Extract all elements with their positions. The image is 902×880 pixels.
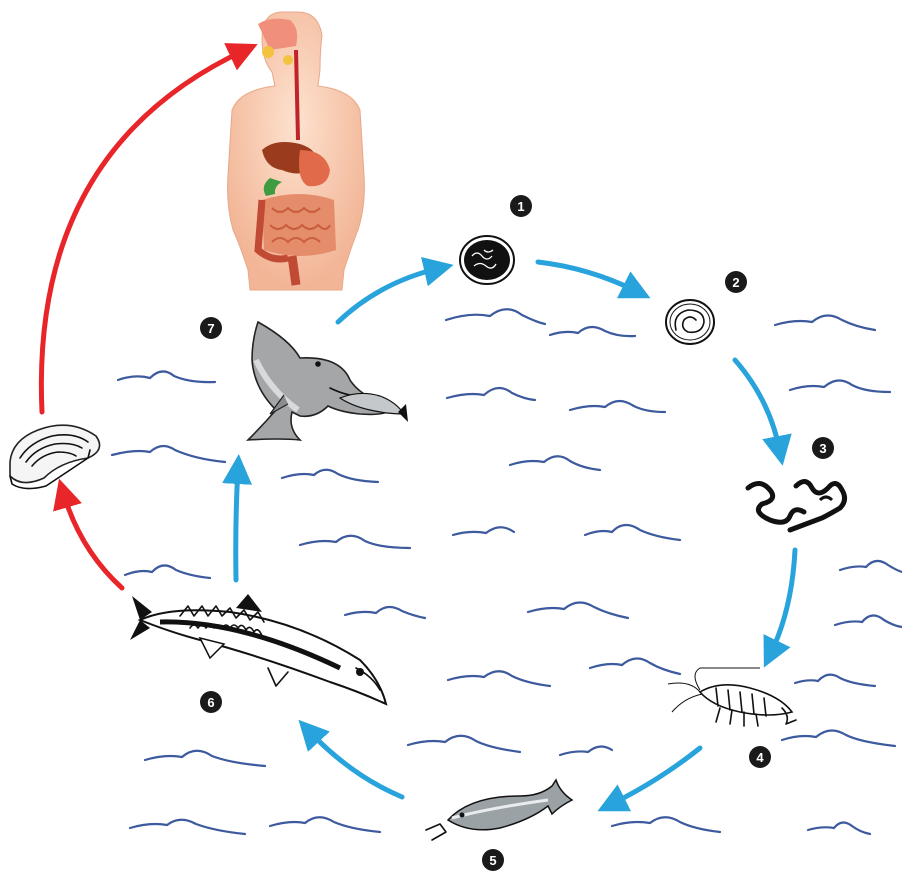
step-badge-7: 7	[200, 317, 222, 339]
larva-in-egg-icon	[666, 300, 714, 344]
human-digestive-system-icon	[228, 12, 365, 290]
mackerel-icon	[130, 594, 386, 704]
step-number-2: 2	[732, 275, 739, 290]
step-number-1: 1	[517, 199, 524, 214]
step-badge-5: 5	[482, 849, 504, 871]
small-fish-icon	[426, 780, 572, 840]
step-number-4: 4	[756, 750, 764, 765]
crustacean-icon	[668, 668, 796, 726]
step-badge-4: 4	[749, 746, 771, 768]
free-larvae-icon	[748, 481, 845, 530]
dolphin-icon	[248, 322, 408, 440]
embryonated-egg-icon	[460, 236, 514, 284]
step-badge-2: 2	[725, 271, 747, 293]
water-waves	[112, 309, 902, 834]
step-badge-6: 6	[200, 691, 222, 713]
step-number-3: 3	[819, 441, 826, 456]
step-number-6: 6	[207, 695, 214, 710]
marine-cycle-arrows	[236, 262, 795, 805]
step-badge-1: 1	[510, 195, 532, 217]
step-number-5: 5	[489, 853, 496, 868]
step-number-7: 7	[207, 321, 214, 336]
step-badge-3: 3	[812, 437, 834, 459]
fish-steak-icon	[10, 425, 100, 488]
